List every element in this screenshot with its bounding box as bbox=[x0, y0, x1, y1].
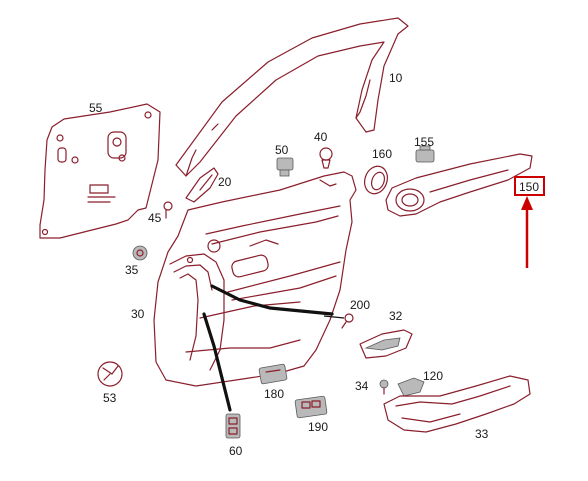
highlight-arrow bbox=[521, 196, 533, 268]
label-53: 53 bbox=[103, 391, 117, 405]
label-45: 45 bbox=[148, 211, 162, 225]
part-34-clip[interactable] bbox=[379, 379, 389, 395]
part-53-removal-tool[interactable] bbox=[97, 361, 123, 387]
part-150-upper-trim-panel[interactable] bbox=[385, 153, 533, 217]
label-20: 20 bbox=[218, 175, 232, 189]
part-10-window-frame-trim[interactable] bbox=[175, 17, 409, 177]
part-labels: 10 20 30 32 33 34 35 40 45 50 53 55 60 1… bbox=[89, 71, 539, 458]
label-40: 40 bbox=[314, 130, 328, 144]
label-34: 34 bbox=[355, 379, 369, 393]
part-55-door-cover-sheet[interactable] bbox=[39, 103, 161, 239]
part-50-clip[interactable] bbox=[276, 157, 294, 177]
part-60-switch-unit[interactable] bbox=[225, 413, 241, 439]
part-120-bracket[interactable] bbox=[397, 377, 425, 397]
leader-lines bbox=[202, 284, 345, 412]
part-190-window-switch[interactable] bbox=[294, 395, 328, 419]
label-150: 150 bbox=[519, 180, 539, 194]
label-30: 30 bbox=[131, 307, 145, 321]
part-200-screw[interactable] bbox=[341, 313, 354, 329]
label-180: 180 bbox=[264, 387, 284, 401]
part-30-door-trim-panel[interactable] bbox=[153, 171, 357, 387]
part-180-switch-block[interactable] bbox=[258, 363, 288, 385]
label-200: 200 bbox=[350, 298, 370, 312]
label-33: 33 bbox=[475, 427, 489, 441]
part-155-bracket[interactable] bbox=[415, 145, 435, 163]
part-33-armrest-trim[interactable] bbox=[383, 375, 531, 433]
label-35: 35 bbox=[125, 263, 139, 277]
part-45-screw[interactable] bbox=[163, 201, 173, 219]
label-60: 60 bbox=[229, 444, 243, 458]
label-32: 32 bbox=[389, 309, 403, 323]
label-10: 10 bbox=[389, 71, 403, 85]
label-120: 120 bbox=[423, 369, 443, 383]
part-20-mirror-triangle-trim[interactable] bbox=[185, 167, 219, 203]
label-190: 190 bbox=[308, 420, 328, 434]
highlight-box-150 bbox=[514, 176, 545, 196]
part-32-door-handle-frame[interactable] bbox=[359, 329, 413, 359]
label-155: 155 bbox=[414, 135, 434, 149]
part-40-push-pin[interactable] bbox=[319, 147, 333, 169]
part-160-speaker-grille[interactable] bbox=[361, 163, 391, 197]
label-50: 50 bbox=[275, 143, 289, 157]
part-35-expanding-nut[interactable] bbox=[132, 245, 148, 261]
label-160: 160 bbox=[372, 147, 392, 161]
label-55: 55 bbox=[89, 101, 103, 115]
